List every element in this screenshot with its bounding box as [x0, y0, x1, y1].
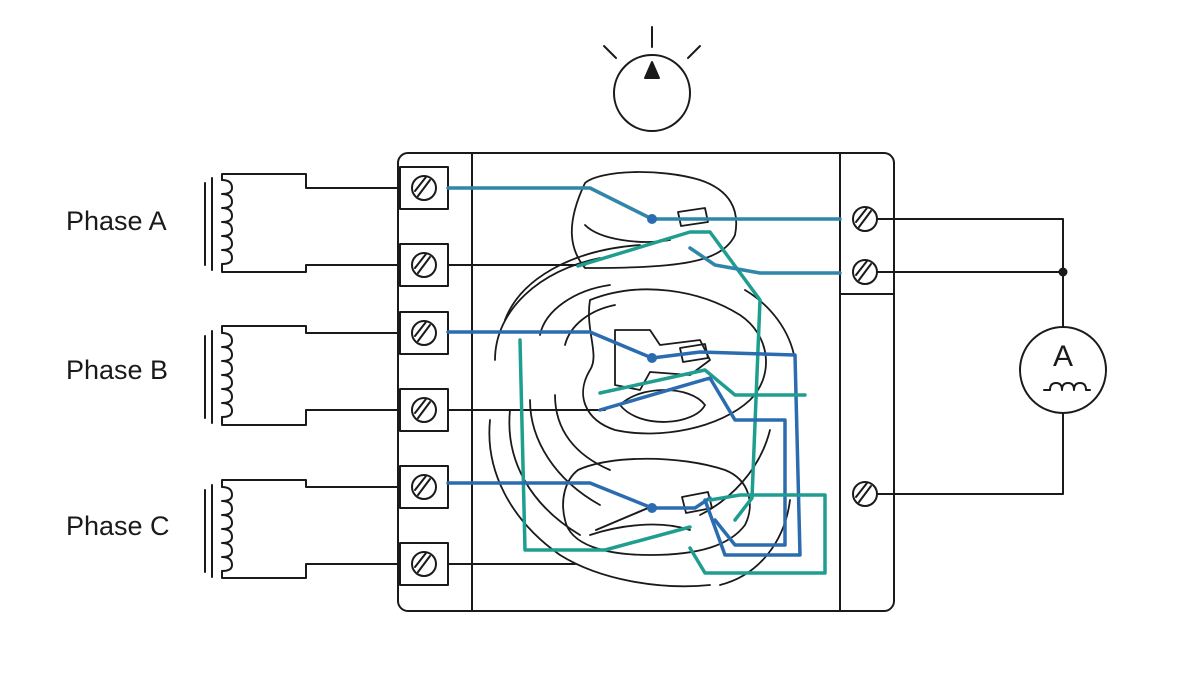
internal-black-leads: [447, 264, 649, 565]
contact-junctions: [647, 214, 657, 513]
coil-phase-b: [204, 325, 401, 426]
switch-enclosure: [397, 152, 895, 612]
ammeter-symbol: A: [1052, 340, 1073, 373]
phase-a-label: Phase A: [66, 206, 167, 236]
terminal-screw-icon: [411, 175, 878, 577]
phase-b-label: Phase B: [66, 355, 169, 385]
rotary-cam-assembly: [488, 171, 796, 588]
coil-icon: [204, 173, 401, 579]
switch-wiring: [446, 186, 842, 575]
coil-phase-a: [204, 173, 401, 273]
phase-c-label: Phase C: [66, 511, 170, 541]
selector-knob-icon: [603, 26, 701, 132]
ammeter-wiring: [876, 218, 1068, 495]
left-terminal-strip: [399, 166, 449, 586]
coil-phase-c: [204, 479, 401, 579]
